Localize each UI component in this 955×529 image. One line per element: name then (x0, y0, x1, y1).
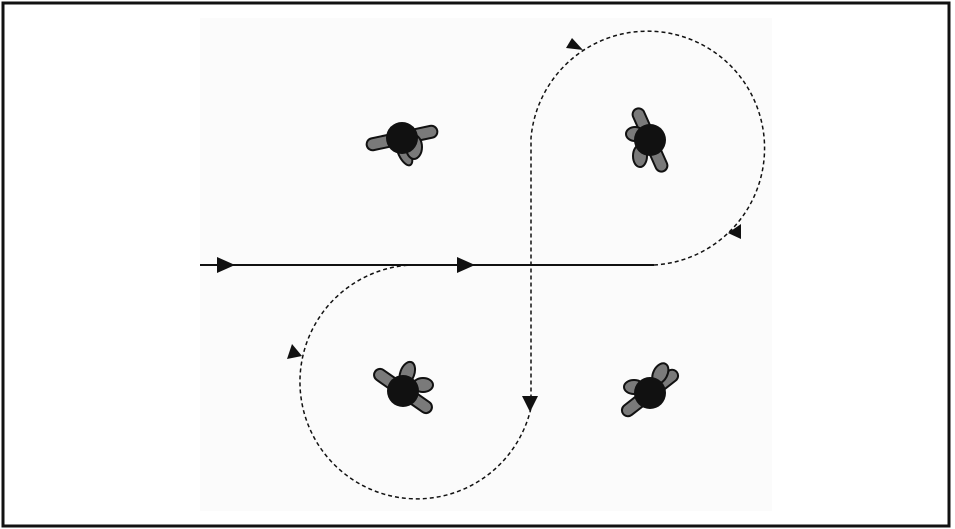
arrowhead-icon (457, 257, 475, 273)
arrowhead-icon (217, 257, 235, 273)
propeller-icon (373, 360, 434, 415)
propeller-icon (620, 362, 680, 418)
figure-eight-dashed-path (299, 30, 766, 500)
propeller-icon (365, 122, 439, 167)
propellers (365, 107, 680, 418)
flight-paths (200, 30, 766, 500)
propeller-icon (625, 107, 669, 173)
direction-markers (217, 38, 741, 412)
arrowhead-icon (566, 38, 583, 50)
arrowhead-icon (728, 224, 741, 239)
arrowhead-icon (522, 396, 538, 412)
arrowhead-icon (287, 344, 302, 359)
